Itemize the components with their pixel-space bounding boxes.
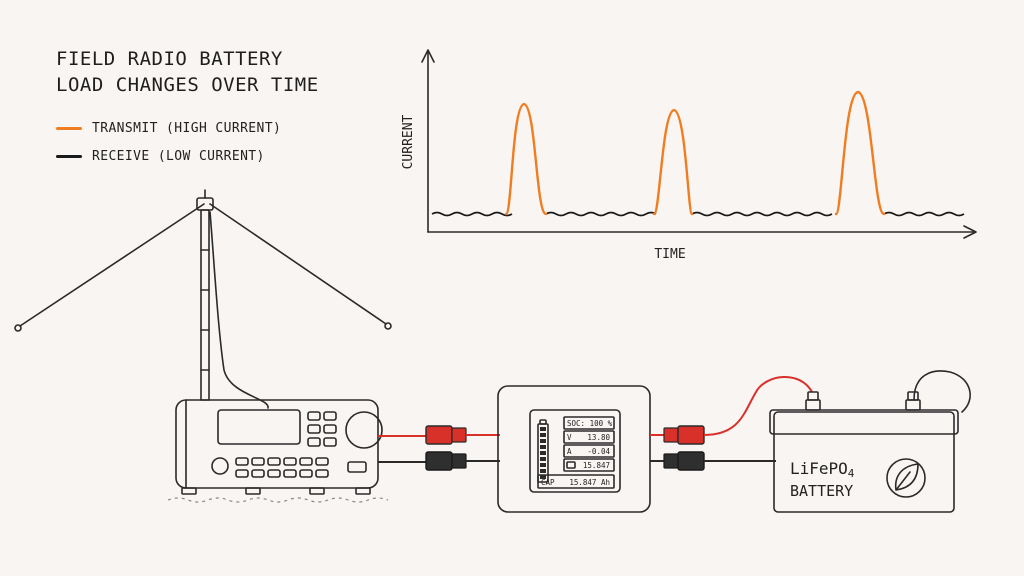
monitor-v-label: V: [567, 433, 572, 442]
battery-monitor: SOC: 100 % V 13.80 A -0.04 15.847 CAP 15…: [497, 385, 651, 513]
receive-segment-4: [883, 211, 965, 217]
radio-button[interactable]: [299, 457, 313, 466]
radio-button[interactable]: [283, 469, 297, 478]
battery-handle: [913, 370, 971, 413]
transmit-pulse-1: [504, 102, 548, 216]
positive-connector-left: [425, 425, 453, 445]
field-radio: [167, 399, 389, 503]
radio-key[interactable]: [307, 437, 321, 447]
radio-foot: [309, 487, 325, 495]
monitor-cap-label: CAP: [541, 478, 555, 487]
title-line-2: LOAD CHANGES OVER TIME: [56, 74, 319, 96]
guy-wire-left: [19, 203, 205, 327]
positive-connector-right: [677, 425, 705, 445]
radio-button[interactable]: [283, 457, 297, 466]
radio-button[interactable]: [251, 457, 265, 466]
x-axis-arrow: [963, 225, 977, 239]
radio-key[interactable]: [307, 424, 321, 434]
leaf-icon-circle: [886, 458, 926, 498]
antenna: [14, 189, 392, 409]
radio-key[interactable]: [323, 437, 337, 447]
guy-wire-right: [209, 203, 387, 325]
receive-segment-2: [545, 211, 657, 217]
monitor-current: -0.04: [587, 447, 610, 456]
leaf-icon: [894, 463, 919, 491]
guy-wire-right-stake: [384, 322, 392, 330]
radio-foot: [245, 487, 261, 495]
legend-transmit: TRANSMIT (HIGH CURRENT): [56, 118, 281, 138]
ground-line: [167, 497, 389, 503]
monitor-soc: SOC: 100 %: [567, 419, 613, 428]
monitor-a-label: A: [567, 447, 572, 456]
radio-button[interactable]: [235, 469, 249, 478]
lifepo4-battery: LiFePO4 BATTERY: [769, 370, 971, 513]
monitor-screen: [529, 409, 621, 493]
capacity-icon: [566, 461, 576, 469]
monitor-capacity: 15.847: [583, 461, 610, 470]
radio-display: [217, 409, 301, 445]
negative-terminal: [905, 399, 921, 411]
legend-transmit-label: TRANSMIT (HIGH CURRENT): [92, 120, 282, 136]
positive-wire-right: [703, 376, 813, 436]
transmit-pulse-2: [652, 108, 694, 216]
radio-tuning-knob[interactable]: [345, 411, 383, 449]
title-line-1: FIELD RADIO BATTERY: [56, 48, 283, 70]
negative-connector-right: [677, 451, 705, 471]
battery-body: [773, 411, 955, 513]
radio-key[interactable]: [307, 411, 321, 421]
monitor-body: [497, 385, 651, 513]
monitor-to-battery-wires: [650, 376, 813, 471]
transmit-pulse-3: [834, 90, 886, 216]
radio-foot: [181, 487, 197, 495]
radio-foot: [355, 487, 371, 495]
radio-body: [175, 399, 379, 489]
radio-button[interactable]: [267, 469, 281, 478]
transmit-swatch: [56, 126, 82, 130]
guy-wire-left-stake: [14, 324, 22, 332]
radio-button[interactable]: [251, 469, 265, 478]
receive-swatch: [56, 154, 82, 158]
receive-segment-3: [691, 211, 833, 217]
radio-button[interactable]: [267, 457, 281, 466]
antenna-cable: [209, 211, 269, 409]
battery-chemistry: LiFePO4: [790, 459, 855, 480]
battery-lid: [769, 409, 959, 435]
radio-button[interactable]: [315, 457, 329, 466]
battery-label: BATTERY: [790, 482, 853, 500]
legend-receive: RECEIVE (LOW CURRENT): [56, 146, 265, 166]
legend-receive-label: RECEIVE (LOW CURRENT): [92, 148, 265, 164]
radio-connector: [347, 461, 367, 473]
positive-terminal: [805, 399, 821, 411]
radio-to-monitor-wires: [378, 425, 500, 471]
receive-segment-1: [431, 211, 513, 217]
y-axis-arrow: [421, 49, 435, 63]
monitor-voltage: 13.80: [587, 433, 610, 442]
radio-button[interactable]: [235, 457, 249, 466]
radio-key[interactable]: [323, 424, 337, 434]
y-axis-label: CURRENT: [401, 114, 416, 169]
monitor-cap-total: 15.847 Ah: [569, 478, 610, 487]
negative-connector-left: [425, 451, 453, 471]
radio-button[interactable]: [315, 469, 329, 478]
antenna-mast: [200, 209, 210, 401]
current-time-graph: CURRENT TIME: [401, 49, 977, 262]
radio-button[interactable]: [299, 469, 313, 478]
radio-volume-knob[interactable]: [211, 457, 229, 475]
radio-key[interactable]: [323, 411, 337, 421]
x-axis-label: TIME: [654, 247, 685, 262]
